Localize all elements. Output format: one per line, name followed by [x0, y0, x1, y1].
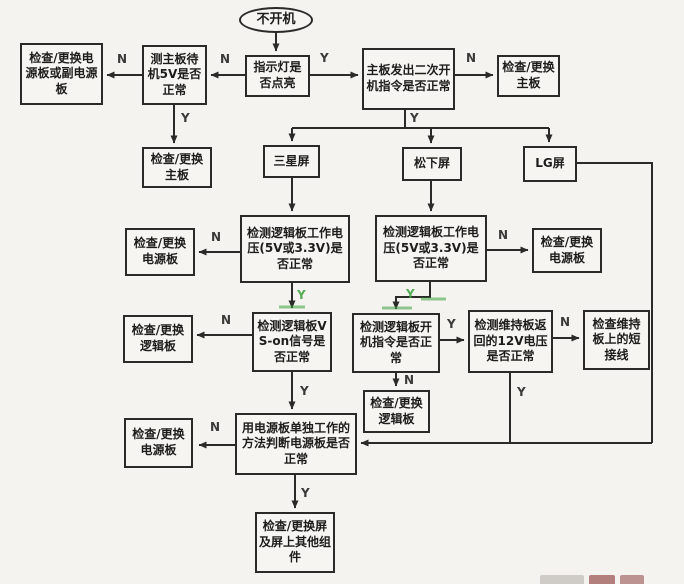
edge-label-second-cmd-no: N	[466, 51, 477, 65]
node-samsung-screen: 三星屏	[263, 145, 320, 178]
node-indicator-lit: 指示灯是否点亮	[245, 55, 310, 97]
edge-label-power-cmd-no: N	[404, 373, 415, 387]
node-check-replace-main-left: 检查/更换主板	[142, 147, 212, 188]
node-lg-screen: LG屏	[523, 146, 577, 182]
edge-label-logic-v-samsung-no: N	[211, 230, 222, 244]
edge-label-vs-on-no: N	[221, 313, 232, 327]
edge-label-indicator-no: N	[220, 52, 231, 66]
edge-label-standalone-yes: Y	[301, 486, 310, 500]
node-check-replace-screen: 检查/更换屏及屏上其他组件	[255, 512, 335, 573]
edge-label-logic-v-pana-yes: Y	[406, 287, 415, 301]
edge-label-logic-v-pana-no: N	[498, 228, 509, 242]
node-check-replace-power-bottom: 检查/更换电源板	[124, 418, 193, 468]
edge-label-vs-on-yes: Y	[300, 384, 309, 398]
node-psu-standalone-test: 用电源板单独工作的方法判断电源板是否正常	[235, 413, 357, 475]
watermark-fragment	[540, 575, 584, 584]
edge-label-standby-no: N	[117, 52, 128, 66]
node-sustain-12v: 检测维持板返回的12V电压是否正常	[468, 310, 553, 373]
edge-label-standby-yes: Y	[181, 111, 190, 125]
edge-label-indicator-yes: Y	[320, 51, 329, 65]
edge-label-sustain-no: N	[560, 315, 571, 329]
node-check-replace-main-right: 检查/更换主板	[497, 55, 560, 97]
edge-label-logic-v-samsung-yes: Y	[297, 288, 306, 302]
node-vs-on-signal: 检测逻辑板VS-on信号是否正常	[252, 312, 332, 372]
node-check-replace-logic-mid: 检查/更换逻辑板	[363, 390, 430, 433]
node-panasonic-screen: 松下屏	[402, 147, 462, 181]
edge-label-sustain-yes: Y	[517, 385, 526, 399]
edge-label-power-cmd-yes: Y	[447, 317, 456, 331]
node-start: 不开机	[239, 7, 313, 33]
node-check-replace-power-samsung: 检查/更换电源板	[125, 228, 195, 276]
node-logic-voltage-samsung: 检测逻辑板工作电压(5V或3.3V)是否正常	[240, 215, 350, 283]
edge-label-standalone-no: N	[210, 420, 221, 434]
green-marker-strokes	[279, 297, 446, 310]
watermark	[540, 575, 658, 584]
node-check-replace-power-or-sub: 检查/更换电源板或副电源板	[20, 43, 103, 105]
node-check-replace-logic-left: 检查/更换逻辑板	[123, 315, 193, 363]
node-logic-voltage-pana: 检测逻辑板工作电压(5V或3.3V)是否正常	[375, 215, 487, 282]
node-check-replace-power-pana: 检查/更换电源板	[532, 228, 602, 273]
node-check-short-wire: 检查维持板上的短接线	[583, 310, 650, 370]
node-power-on-cmd: 检测逻辑板开机指令是否正常	[352, 313, 440, 373]
watermark-fragment	[620, 575, 644, 584]
edge-label-second-cmd-yes: Y	[410, 111, 419, 125]
watermark-fragment	[589, 575, 615, 584]
node-standby-5v: 测主板待机5V是否正常	[142, 45, 207, 105]
node-second-power-cmd: 主板发出二次开机指令是否正常	[362, 48, 455, 110]
